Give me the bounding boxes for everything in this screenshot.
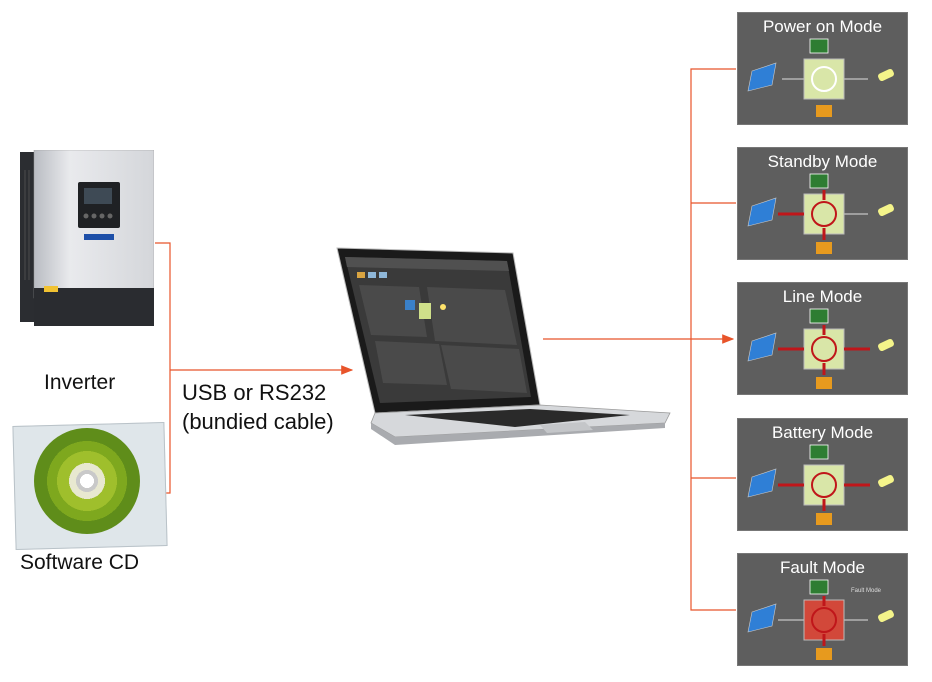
inverter-image: [20, 150, 154, 326]
fault-flow-diagram: [747, 579, 894, 660]
line-flow-diagram: [747, 308, 894, 389]
inverter-label: Inverter: [44, 371, 116, 394]
fault-mode-caption: Fault Mode: [851, 588, 882, 594]
cable-label-line1: USB or RS232: [182, 380, 327, 405]
battery-flow-diagram: [747, 444, 894, 525]
mode-panel-fault: Fault Mode Fault Mode: [737, 553, 908, 666]
laptop-image: [336, 247, 671, 445]
standby-flow-diagram: [747, 173, 894, 254]
mode-panel-line: Line Mode: [737, 282, 908, 395]
cable-label-line2: (bundied cable): [182, 409, 334, 434]
mode-title: Line Mode: [782, 287, 863, 306]
mode-title: Power on Mode: [762, 17, 883, 36]
mode-panel-battery: Battery Mode: [737, 418, 908, 531]
mode-title: Battery Mode: [771, 423, 874, 442]
mode-title: Standby Mode: [767, 152, 878, 171]
software-cd-label: Software CD: [20, 551, 140, 574]
power-on-flow-diagram: [747, 38, 894, 117]
mode-panel-power-on: Power on Mode: [737, 12, 908, 125]
mode-panel-standby: Standby Mode: [737, 147, 908, 260]
cd-disc-icon: [34, 428, 140, 534]
mode-title: Fault Mode: [779, 558, 866, 577]
mode-bus: [690, 68, 736, 611]
